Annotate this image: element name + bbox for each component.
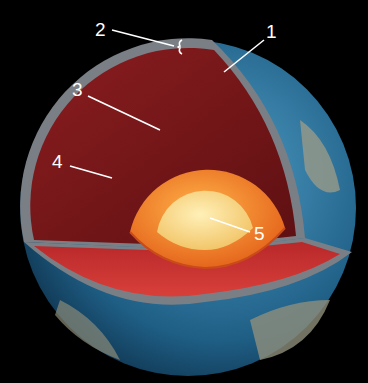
callout-number: 5 <box>254 224 265 243</box>
callout-number: 4 <box>52 152 63 171</box>
leader-lines <box>70 30 264 232</box>
callout-number: 3 <box>72 80 83 99</box>
callout-number: 2 <box>95 20 106 39</box>
callout-number: 1 <box>266 22 277 41</box>
